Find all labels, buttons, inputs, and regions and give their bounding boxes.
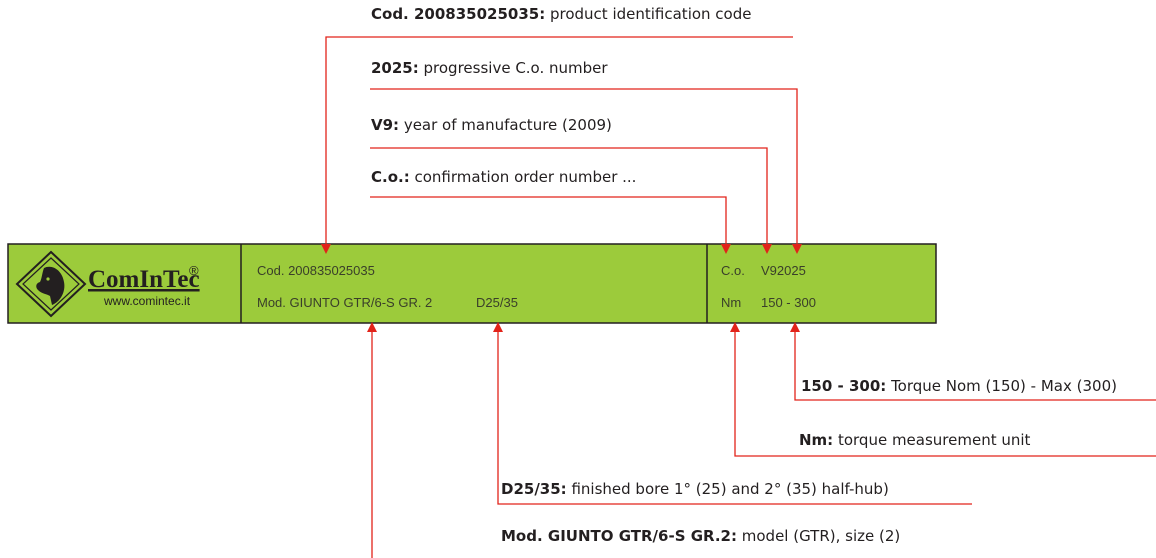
leader-year xyxy=(370,147,772,254)
leader-torque xyxy=(790,322,1156,401)
plate-co-label: C.o. xyxy=(721,263,745,278)
annotation-unit-key: Nm: xyxy=(799,431,834,449)
plate-co-value: V92025 xyxy=(761,263,806,278)
annotation-year: V9: year of manufacture (2009) xyxy=(371,116,612,134)
annotation-model-desc: model (GTR), size (2) xyxy=(737,527,901,545)
annotation-year-key: V9: xyxy=(371,116,400,134)
annotation-unit-desc: torque measurement unit xyxy=(833,431,1031,449)
annotation-torque-key: 150 - 300: xyxy=(801,377,887,395)
horse-head-icon xyxy=(15,250,87,318)
annotation-torque-desc: Torque Nom (150) - Max (300) xyxy=(886,377,1117,395)
annotation-bore-key: D25/35: xyxy=(501,480,567,498)
annotation-progressive-desc: progressive C.o. number xyxy=(418,59,608,77)
annotation-code-desc: product identification code xyxy=(545,5,752,23)
plate-nm-label: Nm xyxy=(721,295,741,310)
comintec-logo: ComInTec ® www.comintec.it xyxy=(15,250,200,318)
brand-name: ComInTec xyxy=(88,266,200,293)
nameplate-background xyxy=(7,243,937,324)
annotation-order-key: C.o.: xyxy=(371,168,410,186)
plate-bore: D25/35 xyxy=(476,295,518,310)
annotation-model-key: Mod. GIUNTO GTR/6-S GR.2: xyxy=(501,527,737,545)
annotation-bore: D25/35: finished bore 1° (25) and 2° (35… xyxy=(501,480,889,498)
leader-bore xyxy=(493,322,972,505)
annotation-progressive-key: 2025: xyxy=(371,59,419,77)
plate-product-code: Cod. 200835025035 xyxy=(257,263,375,278)
plate-nm-value: 150 - 300 xyxy=(761,295,816,310)
annotation-progressive: 2025: progressive C.o. number xyxy=(371,59,608,77)
leader-order xyxy=(370,196,731,254)
leader-lines xyxy=(321,36,1156,558)
leader-unit xyxy=(730,322,1156,457)
annotation-year-desc: year of manufacture (2009) xyxy=(399,116,612,134)
annotation-order: C.o.: confirmation order number ... xyxy=(371,168,636,186)
annotation-unit: Nm: torque measurement unit xyxy=(799,431,1030,449)
annotation-torque: 150 - 300: Torque Nom (150) - Max (300) xyxy=(801,377,1117,395)
annotation-code-key: Cod. 200835025035: xyxy=(371,5,546,23)
leader-progressive xyxy=(370,88,802,254)
annotation-bore-desc: finished bore 1° (25) and 2° (35) half-h… xyxy=(566,480,889,498)
website-url: www.comintec.it xyxy=(103,294,191,308)
annotation-order-desc: confirmation order number ... xyxy=(409,168,637,186)
plate-model: Mod. GIUNTO GTR/6-S GR. 2 xyxy=(257,295,432,310)
annotation-code: Cod. 200835025035: product identificatio… xyxy=(371,5,751,23)
registered-mark: ® xyxy=(189,263,199,278)
nameplate: ComInTec ® www.comintec.it Cod. 20083502… xyxy=(7,243,937,324)
leader-code xyxy=(321,36,793,254)
annotation-model: Mod. GIUNTO GTR/6-S GR.2: model (GTR), s… xyxy=(501,527,900,545)
